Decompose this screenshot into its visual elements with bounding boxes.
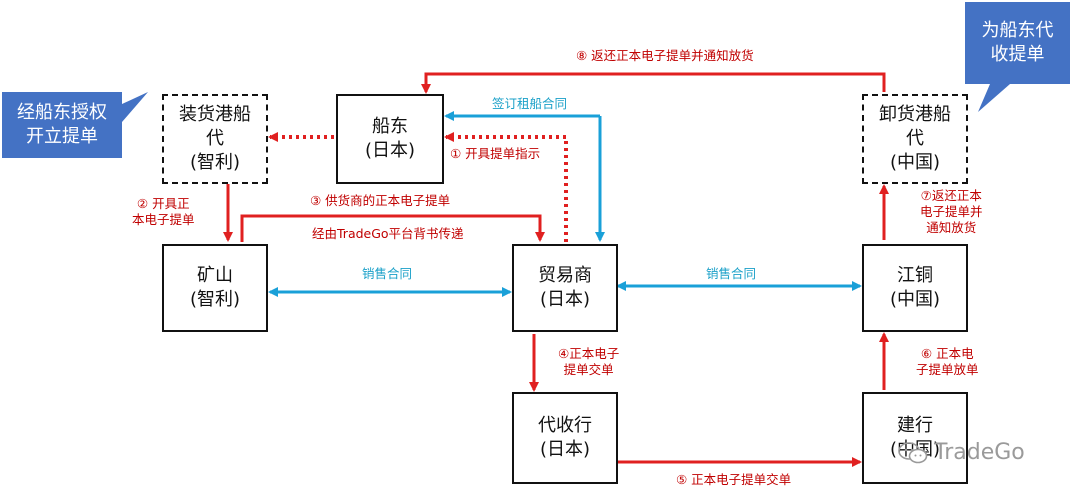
callout-left-line1: 经船东授权 — [17, 102, 107, 123]
watermark-text: TradeGo — [934, 440, 1025, 465]
node-ccb: 建行 (中国) — [862, 392, 968, 484]
node-shipowner-line1: 船东 — [372, 116, 408, 137]
label-step6: ⑥ 正本电 子提单放单 — [916, 346, 979, 378]
label-step3-sub: 经由TradeGo平台背书传递 — [312, 226, 464, 241]
label-step4: ④正本电子 提单交单 — [558, 346, 619, 378]
callout-right-line1: 为船东代 — [981, 20, 1054, 41]
label-step2-line2: 本电子提单 — [132, 212, 195, 227]
arrow-step8 — [421, 72, 886, 94]
label-step2: ② 开具正 本电子提单 — [132, 196, 195, 228]
node-discharge-agent-line2: 代 — [906, 128, 924, 149]
label-step7-line2: 电子提单并 — [920, 204, 983, 219]
node-discharge-agent: 卸货港船 代 (中国) — [862, 94, 968, 184]
node-ccb-line1: 建行 — [897, 415, 933, 436]
node-loading-agent-line2: 代 — [206, 128, 224, 149]
node-collecting-bank: 代收行 (日本) — [512, 392, 618, 484]
callout-right: 为船东代 收提单 — [965, 2, 1070, 84]
wechat-icon — [898, 441, 928, 463]
callout-left-line2: 开立提单 — [26, 126, 98, 147]
node-trader: 贸易商 (日本) — [512, 244, 618, 332]
node-loading-agent-line3: (智利) — [189, 152, 241, 173]
label-step3: ③ 供货商的正本电子提单 — [310, 193, 451, 208]
label-sales-right: 销售合同 — [706, 266, 757, 281]
label-step8: ⑧ 返还正本电子提单并通知放货 — [576, 48, 754, 63]
node-mine-line1: 矿山 — [197, 265, 233, 286]
label-step5: ⑤ 正本电子提单交单 — [676, 472, 792, 487]
node-collecting-bank-line1: 代收行 — [538, 415, 592, 436]
label-step6-line1: ⑥ 正本电 — [920, 346, 974, 361]
node-mine: 矿山 (智利) — [162, 244, 268, 332]
node-jiangtong-line2: (中国) — [889, 289, 941, 310]
node-shipowner-line2: (日本) — [364, 140, 416, 161]
node-collecting-bank-line2: (日本) — [539, 439, 591, 460]
label-charter: 签订租船合同 — [492, 96, 568, 111]
callout-left: 经船东授权 开立提单 — [2, 92, 122, 158]
label-step6-line2: 子提单放单 — [916, 362, 979, 377]
node-jiangtong: 江铜 (中国) — [862, 244, 968, 332]
callout-right-line2: 收提单 — [990, 44, 1045, 65]
label-step7-line1: ⑦返还正本 — [920, 188, 982, 203]
node-loading-agent-line1: 装货港船 — [179, 104, 251, 125]
node-loading-agent: 装货港船 代 (智利) — [162, 94, 268, 184]
label-step7: ⑦返还正本 电子提单并 通知放货 — [920, 188, 983, 236]
arrow-step3 — [240, 214, 545, 242]
watermark: TradeGo — [898, 440, 1025, 465]
label-step4-line2: 提单交单 — [563, 362, 614, 377]
callout-right-shape — [965, 2, 1070, 112]
callout-left-shape — [2, 92, 148, 158]
label-sales-left: 销售合同 — [362, 266, 413, 281]
node-shipowner: 船东 (日本) — [336, 94, 444, 184]
node-trader-line1: 贸易商 — [538, 265, 592, 286]
node-discharge-agent-line1: 卸货港船 — [879, 104, 951, 125]
label-step7-line3: 通知放货 — [926, 220, 977, 235]
node-jiangtong-line1: 江铜 — [897, 265, 933, 286]
label-step4-line1: ④正本电子 — [558, 346, 620, 361]
node-discharge-agent-line3: (中国) — [889, 152, 941, 173]
label-step2-line1: ② 开具正 — [136, 196, 190, 211]
arrow-step1 — [444, 132, 568, 242]
node-trader-line2: (日本) — [539, 289, 591, 310]
node-mine-line2: (智利) — [189, 289, 241, 310]
label-step1: ① 开具提单指示 — [450, 146, 541, 161]
